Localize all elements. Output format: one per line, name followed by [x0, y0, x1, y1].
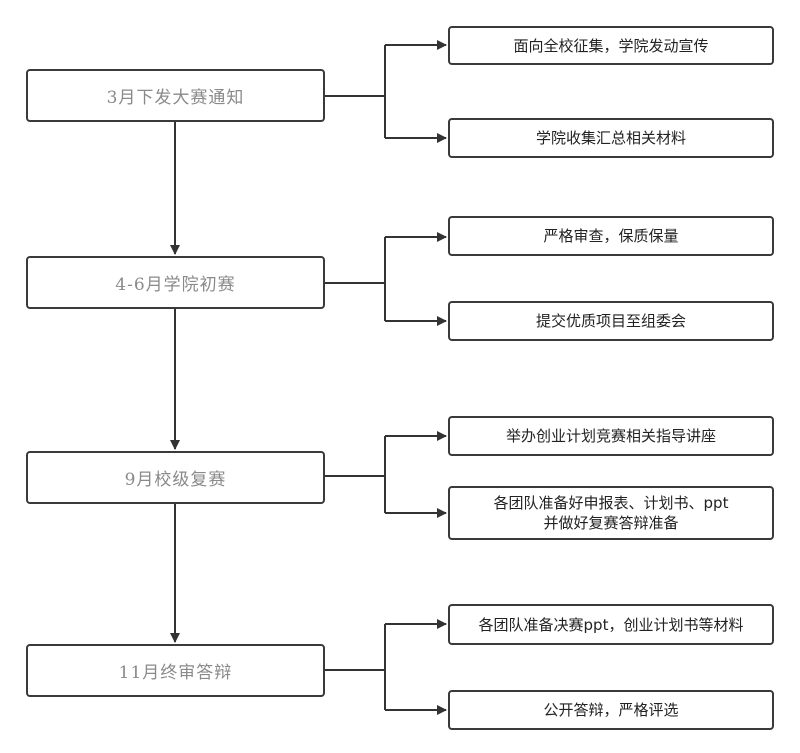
task-node-3-1: 举办创业计划竞赛相关指导讲座	[448, 416, 774, 456]
task-node-2-2: 提交优质项目至组委会	[448, 301, 774, 341]
task-node-3-2: 各团队准备好申报表、计划书、ppt 并做好复赛答辩准备	[448, 486, 774, 540]
stage-label: 3月下发大赛通知	[106, 88, 245, 108]
branch-stage-1	[325, 45, 386, 138]
task-text: 各团队准备决赛ppt，创业计划书等材料	[478, 615, 744, 634]
stage-node-3: 9月校级复赛	[26, 451, 325, 504]
stage-node-1: 3月下发大赛通知	[26, 69, 325, 122]
task-text: 举办创业计划竞赛相关指导讲座	[505, 427, 716, 445]
task-node-1-2: 学院收集汇总相关材料	[448, 118, 774, 158]
task-text-line-1: 各团队准备好申报表、计划书、ppt	[493, 494, 729, 512]
task-node-2-1: 严格审查，保质保量	[448, 216, 774, 256]
stage-label: 9月校级复赛	[124, 470, 227, 490]
task-text: 严格审查，保质保量	[543, 227, 679, 245]
branch-stage-2	[325, 237, 386, 321]
task-text: 公开答辩，严格评选	[543, 701, 679, 719]
task-text: 面向全校征集，学院发动宣传	[513, 36, 709, 55]
branch-stage-4	[325, 624, 386, 710]
task-text-line-2: 并做好复赛答辩准备	[543, 514, 679, 532]
branch-stage-3	[325, 436, 386, 513]
stage-node-2: 4-6月学院初赛	[26, 256, 325, 309]
task-node-4-2: 公开答辩，严格评选	[448, 690, 774, 730]
task-text: 提交优质项目至组委会	[535, 312, 686, 330]
stage-node-4: 11月终审答辩	[26, 644, 325, 697]
task-text: 学院收集汇总相关材料	[535, 129, 686, 147]
stage-label: 11月终审答辩	[118, 663, 233, 683]
task-node-1-1: 面向全校征集，学院发动宣传	[448, 26, 774, 65]
stage-label: 4-6月学院初赛	[115, 275, 236, 295]
task-node-4-1: 各团队准备决赛ppt，创业计划书等材料	[448, 604, 774, 645]
